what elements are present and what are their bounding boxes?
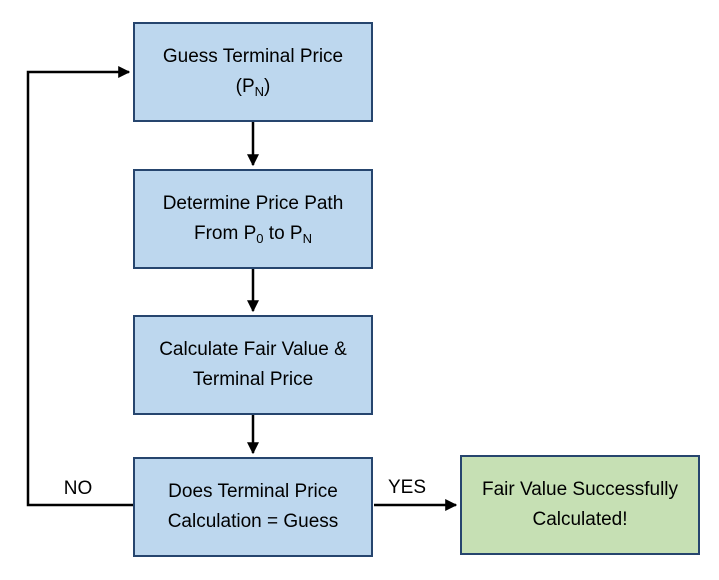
node-guess-line2: (PN)	[236, 72, 271, 103]
node-guess-line1: Guess Terminal Price	[163, 42, 343, 72]
node-calc-text1: Calculate Fair Value &	[159, 339, 347, 360]
arrow-no-decision-to-guess	[26, 66, 133, 507]
node-calculate-fair-value: Calculate Fair Value & Terminal Price	[133, 315, 373, 415]
node-calc-line1: Calculate Fair Value &	[159, 335, 347, 365]
node-pricepath-seg2: to P	[263, 222, 303, 244]
node-pricepath-seg1: From P	[194, 222, 257, 244]
node-pricepath-text: Determine Price Path	[162, 192, 344, 214]
edge-label-no: NO	[63, 478, 93, 499]
edge-label-yes: YES	[387, 477, 427, 498]
node-success-line1: Fair Value Successfully	[482, 475, 678, 505]
node-guess-subscript-n: N	[254, 83, 265, 99]
node-decision-text1: Does Terminal Price	[168, 481, 338, 502]
node-decision-line1: Does Terminal Price	[168, 477, 338, 507]
node-success-text2: Calculated!	[532, 509, 628, 530]
node-pricepath-line2: From P0 to PN	[194, 219, 312, 250]
node-success-text1: Fair Value Successfully	[481, 479, 679, 500]
node-fair-value-success: Fair Value Successfully Calculated!	[460, 455, 700, 555]
node-guess-paren-close: )	[264, 75, 271, 97]
node-decision-text2: Calculation = Guess	[167, 511, 339, 532]
node-determine-price-path: Determine Price Path From P0 to PN	[133, 169, 373, 269]
node-guess-text: Guess Terminal Price	[162, 45, 344, 67]
node-calc-text2: Terminal Price	[192, 369, 314, 390]
node-decision-line2: Calculation = Guess	[168, 507, 339, 537]
node-calc-line2: Terminal Price	[193, 365, 313, 395]
node-pricepath-subscript-0: 0	[256, 230, 264, 246]
node-pricepath-line1: Determine Price Path	[163, 189, 344, 219]
node-pricepath-subscript-n: N	[302, 230, 312, 246]
node-guess-terminal-price: Guess Terminal Price (PN)	[133, 22, 373, 122]
node-terminal-price-decision: Does Terminal Price Calculation = Guess	[133, 457, 373, 557]
node-success-line2: Calculated!	[532, 505, 627, 535]
node-guess-paren-open: (P	[235, 75, 255, 97]
